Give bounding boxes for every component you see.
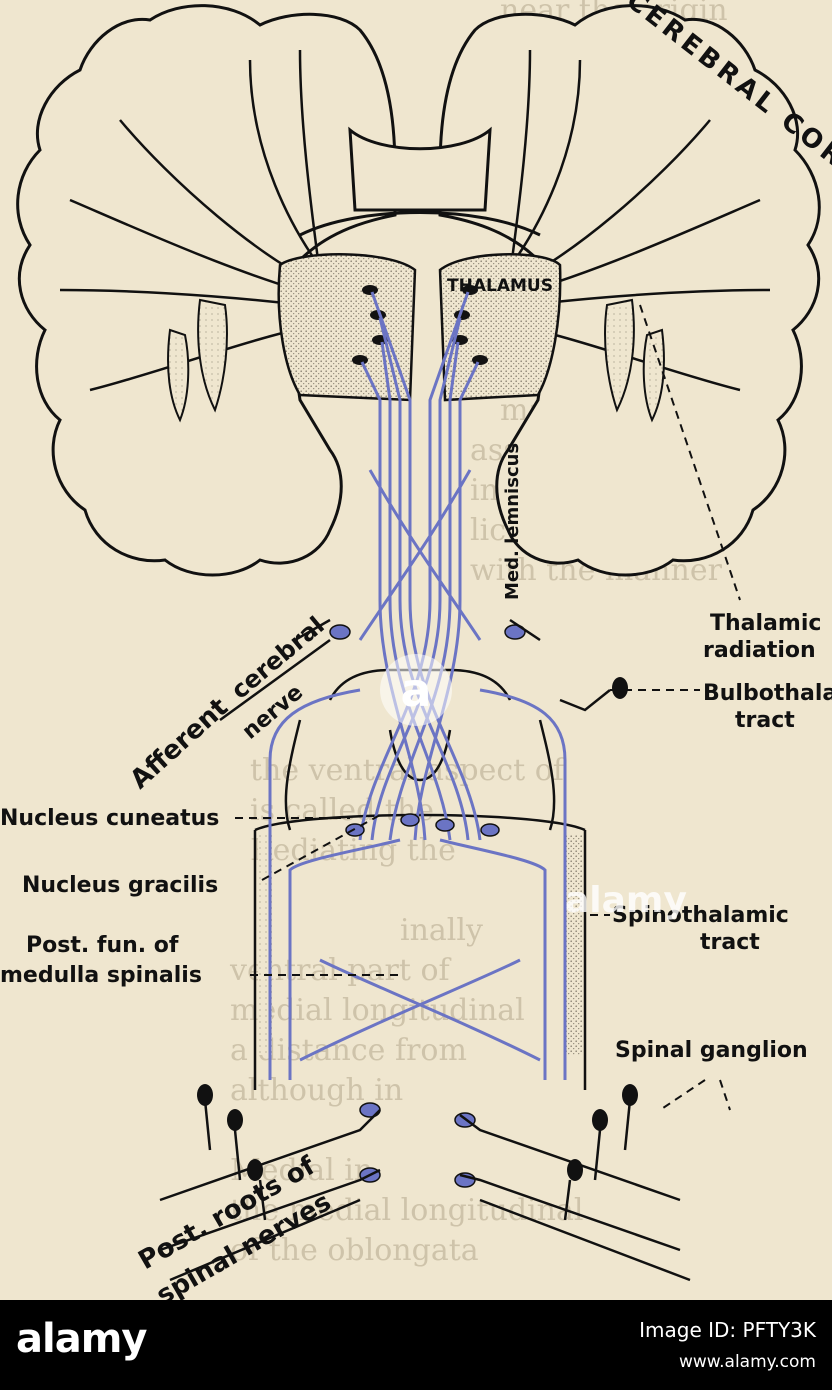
watermark-overlay: alamy — [565, 880, 687, 921]
sensory-pathway-diagram: near the origin nucleus of the part of t… — [0, 0, 832, 1300]
label-nucleus-cuneatus: Nucleus cuneatus — [0, 806, 219, 831]
label-spinothalamic-1: Spinothalamic — [612, 903, 789, 928]
basal-ganglia — [167, 298, 665, 423]
corpus-callosum — [299, 211, 541, 237]
label-med-lemniscus: Med. lemniscus — [502, 443, 523, 600]
leader-lines — [235, 304, 741, 1111]
thalamic-neurons — [352, 285, 488, 365]
label-spinal-ganglion: Spinal ganglion — [615, 1038, 808, 1063]
site-url-text: www.alamy.com — [678, 1352, 816, 1372]
svg-text:the medial longitudinal: the medial longitudinal — [230, 1193, 583, 1228]
anatomy-figure: near the origin nucleus of the part of t… — [0, 0, 832, 1300]
svg-text:inally: inally — [400, 913, 483, 948]
label-nucleus-gracilis: Nucleus gracilis — [22, 873, 218, 898]
svg-text:although in: although in — [230, 1073, 403, 1108]
label-bulbothalamic-2: tract — [735, 708, 795, 733]
label-post-fun-1: Post. fun. of — [26, 933, 179, 958]
svg-text:of the oblongata: of the oblongata — [230, 1233, 479, 1268]
label-bulbothalamic-1: Bulbothalam — [703, 681, 832, 706]
right-hemisphere — [438, 4, 821, 577]
left-thalamus — [277, 253, 417, 402]
label-thalamus: THALAMUS — [447, 276, 553, 296]
label-thalamic-radiation-1: Thalamic — [710, 611, 821, 636]
watermark-center-mark: a — [380, 654, 452, 726]
third-ventricle — [348, 126, 492, 212]
ganglion-cells — [197, 677, 638, 1181]
label-post-fun-2: medulla spinalis — [0, 963, 202, 988]
image-id-text: Image ID: PFTY3K — [639, 1318, 816, 1342]
brand-logo: alamy — [16, 1316, 147, 1362]
label-spinothalamic-2: tract — [700, 930, 760, 955]
label-afferent-2: cerebral — [226, 611, 330, 704]
watermark-footer: alamy Image ID: PFTY3K www.alamy.com — [0, 1300, 832, 1390]
label-afferent-1: Afferent — [125, 692, 234, 795]
spinothalamic-tract-stipple — [565, 835, 583, 1055]
label-thalamic-radiation-2: radiation — [703, 638, 816, 663]
spinal-roots — [159, 618, 691, 1282]
left-hemisphere — [16, 4, 397, 577]
